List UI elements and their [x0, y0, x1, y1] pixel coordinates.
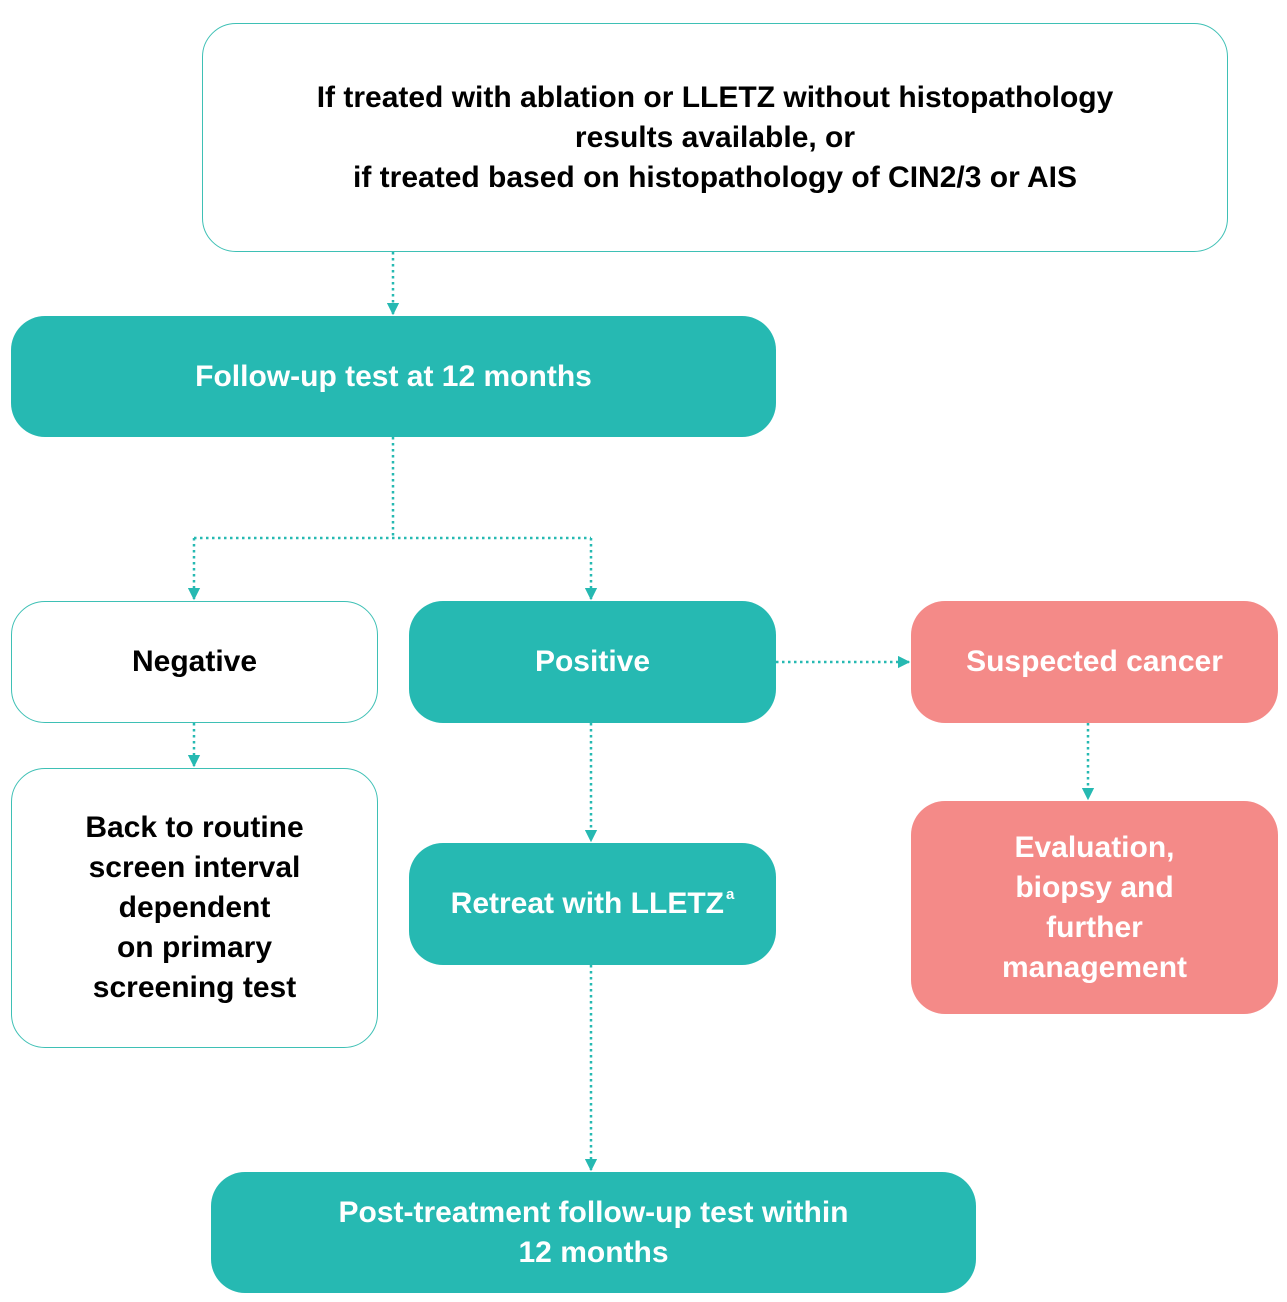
suspected-cancer-box: Suspected cancer — [911, 601, 1278, 723]
suspected-cancer-label: Suspected cancer — [966, 645, 1223, 678]
post-treatment-line: 12 months — [518, 1235, 669, 1269]
negative-box: Negative — [11, 601, 378, 723]
routine-screening-line: Back to routine — [85, 811, 304, 844]
start-condition-line: If treated with ablation or LLETZ withou… — [316, 80, 1114, 114]
routine-screening-line: dependent — [118, 891, 271, 924]
routine-screening-line: on primary — [116, 931, 273, 964]
routine-screening-line: screening test — [92, 971, 297, 1004]
evaluation-line: management — [1001, 950, 1188, 984]
start-condition-box: If treated with ablation or LLETZ withou… — [202, 23, 1228, 252]
retreat-footnote-marker: a — [726, 886, 735, 903]
followup-test-label: Follow-up test at 12 months — [195, 359, 592, 393]
start-condition-line: results available, or — [574, 120, 856, 154]
evaluation-line: further — [1046, 910, 1143, 944]
followup-test-box: Follow-up test at 12 months — [11, 316, 776, 437]
positive-label: Positive — [534, 645, 651, 678]
post-treatment-line: Post-treatment follow-up test within — [338, 1195, 849, 1229]
retreat-label: Retreat with LLETZ — [450, 887, 724, 920]
positive-box: Positive — [409, 601, 776, 723]
negative-label: Negative — [131, 645, 258, 678]
routine-screening-line: screen interval — [88, 851, 301, 884]
routine-screening-box: Back to routine screen interval dependen… — [11, 768, 378, 1048]
evaluation-box: Evaluation, biopsy and further managemen… — [911, 801, 1278, 1014]
start-condition-line: if treated based on histopathology of CI… — [353, 160, 1077, 194]
evaluation-line: Evaluation, — [1014, 830, 1175, 864]
evaluation-line: biopsy and — [1015, 870, 1174, 904]
post-treatment-box: Post-treatment follow-up test within 12 … — [211, 1172, 976, 1293]
